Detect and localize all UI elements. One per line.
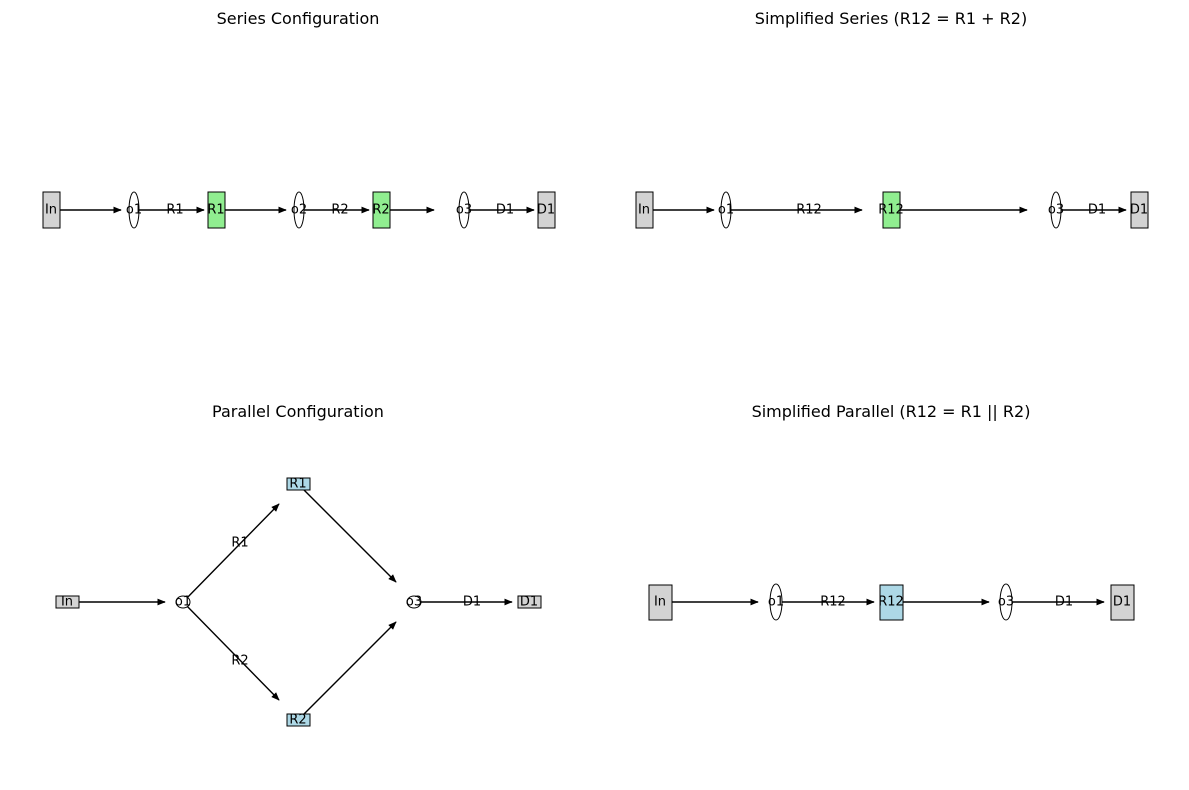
simplified-parallel-panel: Simplified Parallel (R12 = R1 || R2) In … xyxy=(648,402,1135,621)
simplified-series-node-o3-label: o3 xyxy=(1048,203,1064,218)
simplified-parallel-node-o3 xyxy=(999,583,1013,621)
simplified-series-node-r12-label: R12 xyxy=(878,203,904,218)
parallel-node-r1 xyxy=(286,477,311,491)
parallel-edge-o1-r2 xyxy=(182,601,280,701)
parallel-edge-o1-r1 xyxy=(182,503,280,603)
simplified-parallel-node-o3-label: o3 xyxy=(998,595,1014,610)
series-node-d1 xyxy=(537,191,556,229)
series-node-r2-label: R2 xyxy=(372,203,389,218)
series-node-r2 xyxy=(372,191,391,229)
parallel-edge-label-d1: D1 xyxy=(463,595,481,610)
parallel-node-o1 xyxy=(175,595,191,609)
parallel-edge-r1-o3 xyxy=(297,483,397,583)
simplified-parallel-node-r12 xyxy=(879,584,904,621)
simplified-parallel-node-in-label: In xyxy=(654,595,666,610)
parallel-node-in xyxy=(55,595,80,609)
series-node-r1-label: R1 xyxy=(207,203,224,218)
simplified-series-node-o3 xyxy=(1050,191,1062,229)
simplified-parallel-node-d1 xyxy=(1110,584,1135,621)
series-panel: Series Configuration In o1 R1 o2 R2 o3 D… xyxy=(42,9,556,229)
parallel-node-d1-label: D1 xyxy=(520,595,538,610)
series-node-o1 xyxy=(128,191,140,229)
parallel-node-o3-label: o3 xyxy=(406,595,422,610)
series-node-o2 xyxy=(293,191,305,229)
simplified-series-node-o1 xyxy=(720,191,732,229)
simplified-series-node-d1-label: D1 xyxy=(1130,203,1148,218)
simplified-series-node-o1-label: o1 xyxy=(718,203,734,218)
simplified-parallel-node-in xyxy=(648,584,673,621)
simplified-series-node-in xyxy=(635,191,654,229)
parallel-title: Parallel Configuration xyxy=(212,402,384,421)
simplified-series-title: Simplified Series (R12 = R1 + R2) xyxy=(755,9,1027,28)
parallel-panel: Parallel Configuration In o1 R1 R2 o3 D1… xyxy=(55,402,542,728)
series-edge-label-r1: R1 xyxy=(166,203,183,218)
simplified-parallel-title: Simplified Parallel (R12 = R1 || R2) xyxy=(752,402,1031,421)
series-node-in xyxy=(42,191,61,229)
simplified-parallel-node-o1-label: o1 xyxy=(768,595,784,610)
series-node-r1 xyxy=(207,191,226,229)
parallel-node-o1-label: o1 xyxy=(175,595,191,610)
parallel-node-d1 xyxy=(517,595,542,609)
series-node-d1-label: D1 xyxy=(537,203,555,218)
series-node-o1-label: o1 xyxy=(126,203,142,218)
series-node-in-label: In xyxy=(45,203,57,218)
series-node-o3 xyxy=(458,191,470,229)
parallel-node-r2-label: R2 xyxy=(289,713,306,728)
parallel-node-in-label: In xyxy=(61,595,73,610)
parallel-edge-label-r1: R1 xyxy=(231,536,248,551)
simplified-parallel-edge-label-d1: D1 xyxy=(1055,595,1073,610)
simplified-parallel-node-r12-label: R12 xyxy=(878,595,904,610)
simplified-series-panel: Simplified Series (R12 = R1 + R2) In o1 … xyxy=(635,9,1149,229)
simplified-parallel-node-d1-label: D1 xyxy=(1113,595,1131,610)
parallel-node-r1-label: R1 xyxy=(289,477,306,492)
simplified-parallel-node-o1 xyxy=(769,583,783,621)
simplified-series-node-in-label: In xyxy=(638,203,650,218)
simplified-parallel-edge-label-r12: R12 xyxy=(820,595,846,610)
parallel-node-r2 xyxy=(286,713,311,727)
simplified-series-node-d1 xyxy=(1130,191,1149,229)
series-edge-label-d1: D1 xyxy=(496,203,514,218)
simplified-series-node-r12 xyxy=(882,191,901,229)
simplified-series-edge-label-d1: D1 xyxy=(1088,203,1106,218)
series-title: Series Configuration xyxy=(217,9,380,28)
parallel-node-o3 xyxy=(406,595,422,609)
series-node-o2-label: o2 xyxy=(291,203,307,218)
parallel-edge-label-r2: R2 xyxy=(231,654,248,669)
simplified-series-edge-label-r12: R12 xyxy=(796,203,822,218)
series-edge-label-r2: R2 xyxy=(331,203,348,218)
series-node-o3-label: o3 xyxy=(456,203,472,218)
parallel-edge-r2-o3 xyxy=(297,621,397,721)
